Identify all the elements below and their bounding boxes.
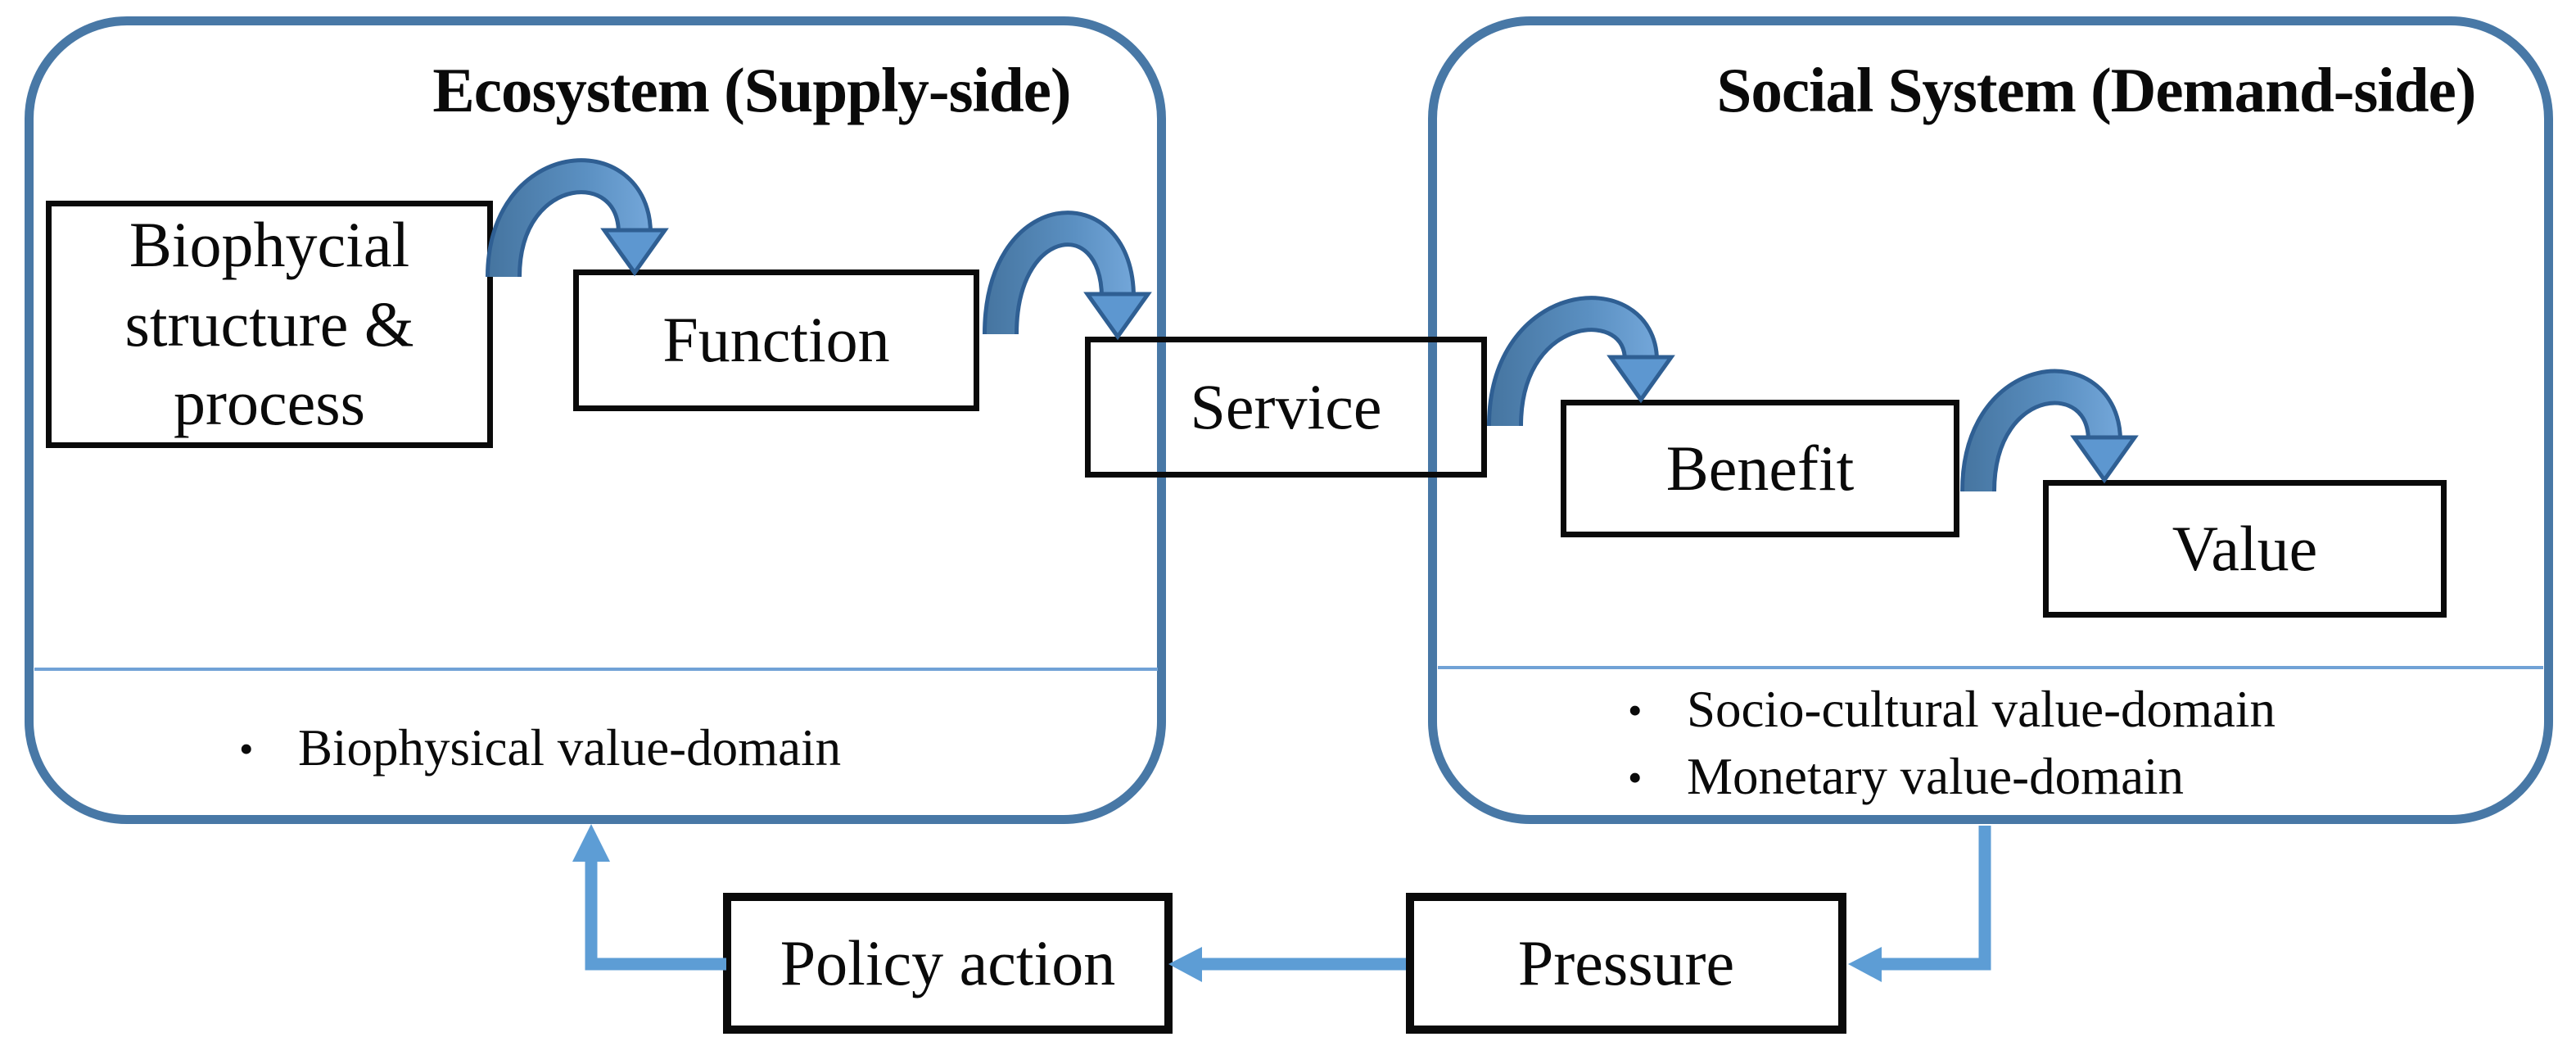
supply-panel-title: Ecosystem (Supply-side) <box>432 55 1071 125</box>
demand-bullet-item: • Socio-cultural value-domain <box>1628 681 2275 740</box>
feedback-arrow-pressure-to-policy <box>1168 947 1406 982</box>
demand-bullet-text: Socio-cultural value-domain <box>1687 681 2276 739</box>
service-box: Service <box>1085 337 1487 478</box>
demand-panel <box>1428 16 2553 824</box>
value-label: Value <box>2172 512 2318 584</box>
policy-action-label: Policy action <box>780 926 1116 998</box>
demand-bullet-text: Monetary value-domain <box>1687 748 2185 806</box>
benefit-box: Benefit <box>1561 400 1959 537</box>
function-box: Function <box>573 269 979 411</box>
supply-panel <box>25 16 1166 824</box>
pressure-label: Pressure <box>1517 926 1735 998</box>
demand-bullet-item: • Monetary value-domain <box>1628 748 2184 807</box>
bullet-marker: • <box>1628 686 1643 733</box>
demand-panel-divider <box>1438 666 2543 669</box>
biophysical-structure-label: Biophycial structure & process <box>124 208 414 439</box>
feedback-arrow-social-to-pressure <box>1848 826 1991 982</box>
value-box: Value <box>2043 480 2447 618</box>
pressure-box: Pressure <box>1406 893 1846 1034</box>
supply-bullet-text: Biophysical value-domain <box>298 719 842 777</box>
feedback-arrow-policy-to-ecosystem <box>572 824 726 971</box>
bullet-marker: • <box>239 725 254 772</box>
demand-panel-title: Social System (Demand-side) <box>1716 55 2477 125</box>
supply-panel-divider <box>34 668 1158 671</box>
bullet-marker: • <box>1628 754 1643 800</box>
function-label: Function <box>662 304 890 376</box>
policy-action-box: Policy action <box>723 893 1173 1034</box>
benefit-label: Benefit <box>1665 432 1855 504</box>
biophysical-structure-box: Biophycial structure & process <box>46 201 493 448</box>
service-label: Service <box>1190 370 1382 442</box>
supply-bullet-item: • Biophysical value-domain <box>239 719 841 778</box>
